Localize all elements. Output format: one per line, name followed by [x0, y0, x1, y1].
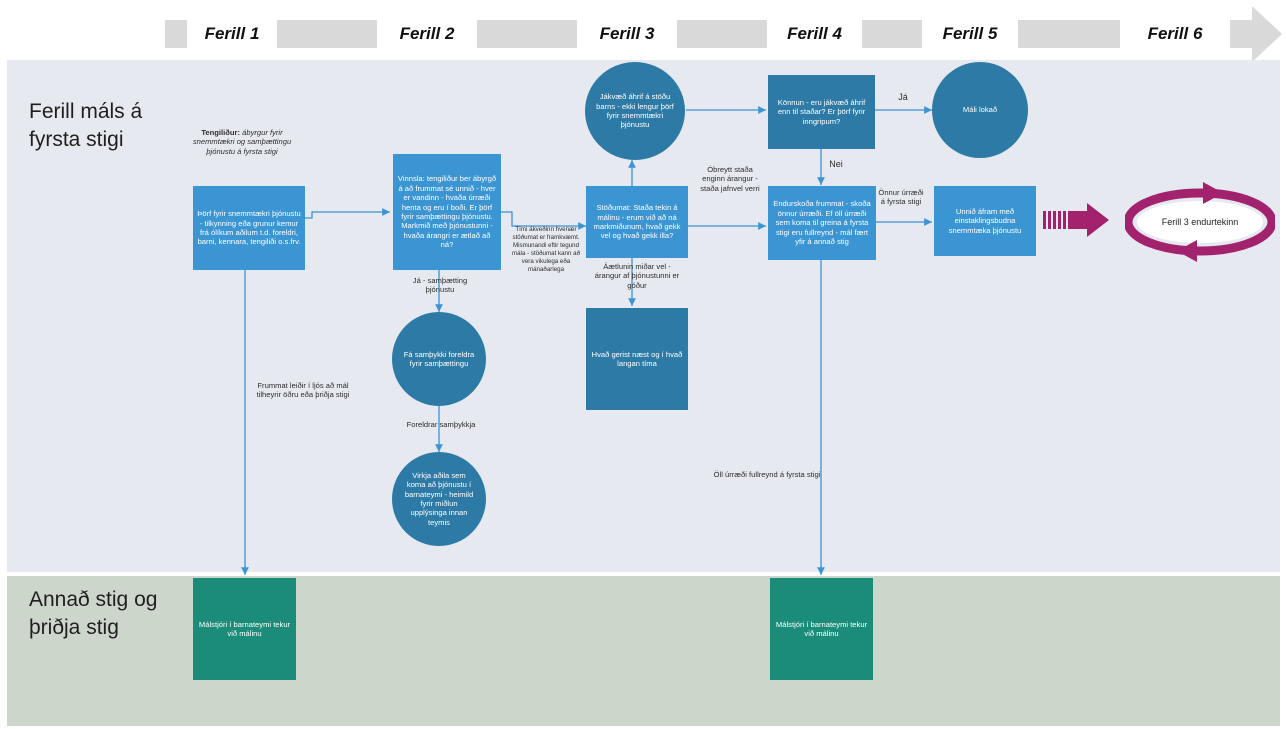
- survey-box: Könnun - eru jákvæð áhrif enn til staðar…: [768, 75, 875, 149]
- phase-label-5: Ferill 5: [942, 24, 998, 43]
- case-closed-circle: Máli lokað: [932, 62, 1028, 158]
- review-assessment-box: Endurskoða frummat - skoða önnur úrræði.…: [768, 186, 876, 260]
- label-all-tried: Öll úrræði fullreynd á fyrsta stigi: [713, 470, 821, 479]
- phase-label-2: Ferill 2: [399, 24, 455, 43]
- lane-title-second: Annað stig og þriðja stig: [29, 588, 158, 639]
- label-no: Nei: [829, 159, 843, 169]
- need-for-early-service-box: Þörf fyrir snemmtækri þjónustu - tilkynn…: [193, 186, 305, 270]
- label-timing: Tími ákveðinn hvenær stöðumat er framkvæ…: [511, 226, 581, 273]
- phase-label-3: Ferill 3: [599, 24, 655, 43]
- contact-note-prefix: Tengiliður:: [201, 128, 241, 137]
- continue-service-box: Unnið áfram með einstaklingsbudna snemmt…: [934, 186, 1036, 256]
- contact-note-text: ábyrgur fyrir snemmtækri og samþættingu …: [192, 128, 292, 156]
- case-manager-box-2: Málstjóri í barnateymi tekur við málinu: [770, 578, 873, 680]
- label-yes: Já: [898, 92, 908, 102]
- case-manager-box-1: Málstjóri í barnateymi tekur við málinu: [193, 578, 296, 680]
- what-next-box: Hvað gerist næst og í hvað langan tíma: [586, 308, 688, 410]
- phase-label-4: Ferill 4: [787, 24, 842, 43]
- processing-box: Vinnsla: tengiliður ber ábyrgð á að frum…: [393, 154, 501, 270]
- phase-label-6: Ferill 6: [1147, 24, 1203, 43]
- activate-team-circle: Virkja aðila sem koma að þjónustu í barn…: [392, 452, 486, 546]
- phase-label-1: Ferill 1: [204, 24, 260, 43]
- status-assessment-box: Stöðumat: Staða tekin á málinu - erum vi…: [586, 186, 688, 258]
- label-plan-ok: Áætlunin miðar vel - árangur af þjónustu…: [594, 262, 680, 290]
- lane-title-first: Ferill máls á fyrsta stigi: [29, 100, 143, 151]
- repeat-label: Ferill 3 endurtekinn: [1161, 217, 1239, 227]
- positive-effect-circle: Jákvæð áhrif á stöðu barns - ekki lengur…: [585, 62, 685, 160]
- contact-person-note: Tengiliður: ábyrgur fyrir snemmtækri og …: [187, 128, 297, 156]
- repeat-arrow-icon: [1043, 203, 1109, 237]
- label-unchanged: Óbreytt staða enginn árangur - staða jaf…: [700, 165, 760, 193]
- label-parents-agree: Foreldrar samþykkja: [406, 420, 476, 429]
- label-yes-integration: Já - samþætting þjónustu: [412, 276, 468, 295]
- parent-consent-circle: Fá samþykki foreldra fyrir samþættingu: [392, 312, 486, 406]
- phase-arrow-band: [165, 6, 1282, 62]
- cycle-icon: [1125, 182, 1275, 262]
- label-other-options: Önnur úrræði á fyrsta stigi: [878, 188, 924, 207]
- label-assessment-leads: Frummat leiðir í ljós að mál tilheyrir ö…: [256, 381, 350, 400]
